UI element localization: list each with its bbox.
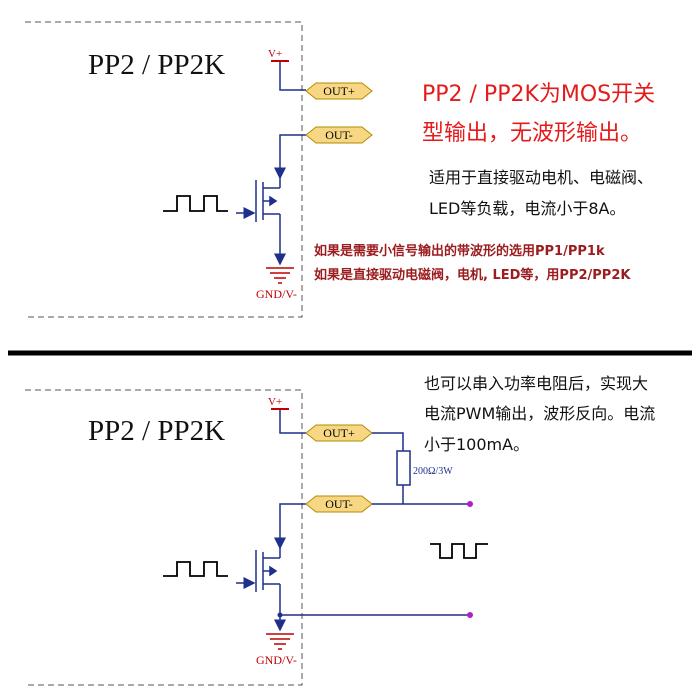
bottom-out-minus-terminal: OUT- [305, 495, 373, 513]
top-drain-wire [274, 134, 306, 180]
bottom-module-title: PP2 / PP2K [88, 415, 225, 447]
bottom-out-minus-label: OUT- [325, 497, 353, 511]
top-out-minus-label: OUT- [325, 128, 353, 142]
bottom-ground-probe-dot-icon [467, 612, 473, 618]
top-out-minus-terminal: OUT- [305, 126, 373, 144]
top-note-line2: 如果是直接驱动电磁阀，电机, LED等，用PP2/PP2K [314, 267, 631, 283]
top-ground-icon [266, 267, 294, 284]
bottom-resistor-icon [396, 450, 411, 486]
top-module-title: PP2 / PP2K [88, 49, 225, 81]
top-out-plus-tag-icon [305, 82, 373, 100]
top-vplus-wire [279, 62, 306, 91]
bottom-panel: PP2 / PP2K V+ OUT+ 200Ω/3W OUT- [25, 374, 655, 686]
bottom-desc-line3: 小于100mA。 [424, 435, 529, 454]
top-out-plus-label: OUT+ [323, 84, 355, 98]
top-mosfet-icon [255, 178, 281, 232]
bottom-input-square-wave-icon [163, 561, 228, 577]
bottom-module-boundary [25, 389, 303, 686]
bottom-desc-line2: 电流PWM输出，波形反向。电流 [424, 404, 655, 423]
top-vplus-label: V+ [268, 48, 282, 60]
bottom-resistor-label: 200Ω/3W [413, 466, 453, 477]
bottom-resistor-top-wire [372, 432, 404, 451]
top-headline-line1: PP2 / PP2K为MOS开关 [422, 82, 655, 107]
top-module-boundary [25, 21, 303, 318]
bottom-ground-icon [266, 633, 294, 650]
top-out-plus-terminal: OUT+ [305, 82, 373, 100]
top-desc-line1: 适用于直接驱动电机、电磁阀、 [429, 168, 653, 187]
bottom-output-probe-dot-icon [467, 501, 473, 507]
bottom-out-plus-terminal: OUT+ [305, 424, 373, 442]
top-gnd-label: GND/V- [256, 287, 297, 301]
bottom-desc-line1: 也可以串入功率电阻后，实现大 [424, 374, 648, 393]
bottom-vplus-wire [279, 410, 306, 434]
bottom-out-plus-label: OUT+ [323, 426, 355, 440]
top-headline-line2: 型输出，无波形输出。 [422, 121, 642, 146]
top-panel: PP2 / PP2K V+ OUT+ OUT- [25, 21, 655, 318]
bottom-gnd-label: GND/V- [256, 653, 297, 667]
top-out-minus-tag-icon [305, 126, 373, 144]
bottom-mosfet-icon [255, 548, 281, 600]
top-note-line1: 如果是需要小信号输出的带波形的选用PP1/PP1k [314, 243, 605, 259]
top-desc-line2: LED等负载，电流小于8A。 [429, 199, 625, 218]
bottom-vplus-label: V+ [268, 396, 282, 408]
bottom-output-inverted-square-wave-icon [430, 543, 488, 559]
bottom-drain-wire [274, 503, 306, 550]
top-input-square-wave-icon [163, 195, 228, 212]
